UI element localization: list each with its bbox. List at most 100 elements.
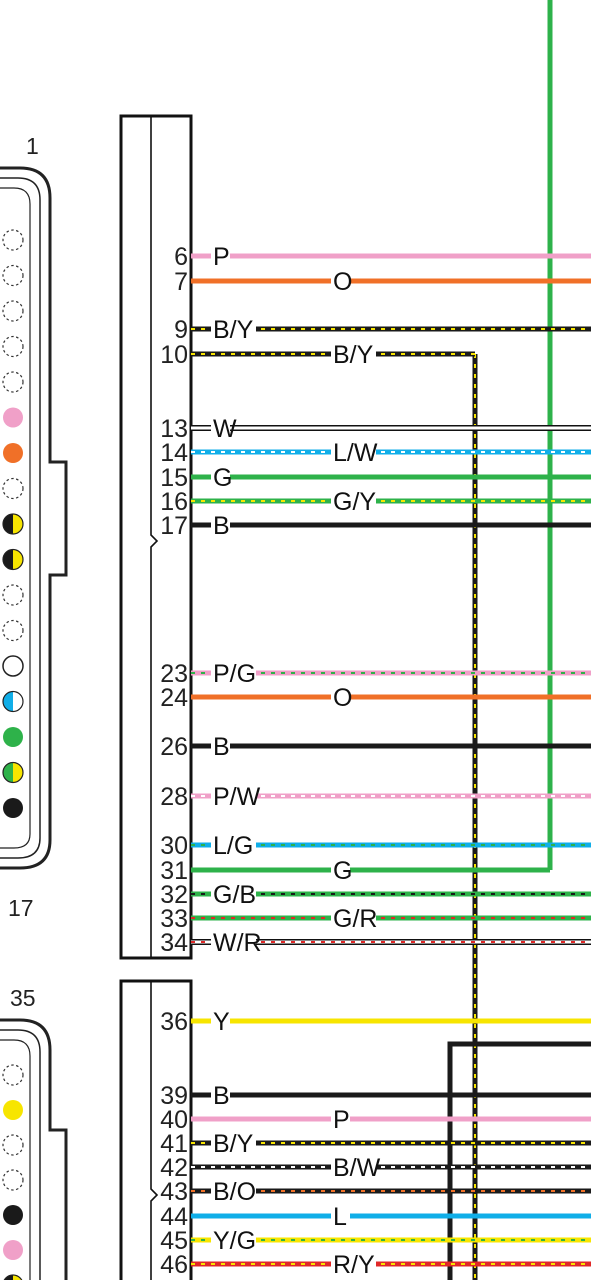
wire-label-bg xyxy=(331,904,376,932)
connector-pin xyxy=(3,1240,23,1260)
connector-pin xyxy=(2,619,24,642)
wire-color-label: W xyxy=(213,415,237,443)
pin-number: 45 xyxy=(160,1227,188,1255)
wire-label-bg xyxy=(331,487,376,515)
wire-label-bg xyxy=(211,414,230,442)
wire-label-bg xyxy=(211,659,256,687)
wire-23: 23 P/G xyxy=(160,659,591,688)
connector-pin xyxy=(2,513,24,535)
connector-pin xyxy=(2,655,24,677)
wire-label-bg xyxy=(211,242,230,270)
connector-pin xyxy=(2,229,24,251)
wire-43: 43 B/O xyxy=(160,1177,591,1206)
wire-44: 44 L xyxy=(160,1202,591,1231)
wire-label-bg xyxy=(211,831,256,859)
wire-46: 46 R/Y xyxy=(160,1250,591,1279)
wire-color-label: B/O xyxy=(213,1178,256,1206)
connector-pin xyxy=(2,300,24,322)
wire-45: 45 Y/G xyxy=(160,1226,591,1255)
wire-label-bg xyxy=(331,267,350,295)
pin-number: 13 xyxy=(160,415,188,443)
wire-label-bg xyxy=(331,683,350,711)
pin-number: 17 xyxy=(160,512,188,540)
trunk-black-box xyxy=(447,1041,591,1280)
wire-40: 40 P xyxy=(160,1105,591,1134)
wire-color-label: O xyxy=(333,684,352,712)
wire-label-bg xyxy=(331,438,376,466)
pin-number: 43 xyxy=(160,1178,188,1206)
connector-pin xyxy=(3,443,23,463)
wire-color-label: B/W xyxy=(333,1154,381,1182)
wire-label-bg xyxy=(331,1202,350,1230)
wire-label-bg xyxy=(331,1250,376,1278)
wire-label-bg xyxy=(211,1129,256,1157)
wire-label-bg xyxy=(211,880,256,908)
wire-color-label: P xyxy=(333,1106,350,1134)
pin-number: 10 xyxy=(160,341,188,369)
connector-pin xyxy=(3,727,23,747)
connector-pin xyxy=(2,761,24,784)
pin-number: 31 xyxy=(160,857,188,885)
wire-color-label: G/Y xyxy=(333,488,376,516)
wire-label-bg xyxy=(331,340,376,368)
pin-number: 7 xyxy=(174,268,188,296)
wire-color-label: L xyxy=(333,1203,347,1231)
connector-pin xyxy=(3,798,23,818)
wire-label-bg xyxy=(211,928,256,956)
wire-label-bg xyxy=(211,782,256,810)
wire-color-label: P xyxy=(213,243,230,271)
connector-pin xyxy=(2,477,24,500)
wire-31: 31 G xyxy=(160,856,550,885)
wire-color-label: B/Y xyxy=(333,341,374,369)
connector-pin xyxy=(2,548,24,571)
pin-number: 33 xyxy=(160,905,188,933)
pin-number: 44 xyxy=(160,1203,188,1231)
wire-color-label: Y xyxy=(213,1008,230,1036)
connector-pin xyxy=(3,407,23,428)
pin-number: 23 xyxy=(160,660,188,688)
connector-pin xyxy=(2,264,24,287)
pin-number: 9 xyxy=(174,316,188,344)
connector-pin xyxy=(2,371,24,393)
connector-pin xyxy=(2,1169,24,1191)
wire-color-label: R/Y xyxy=(333,1251,375,1279)
pin-number: 15 xyxy=(160,464,188,492)
connector-a-bottom-label: 17 xyxy=(8,895,34,921)
connector-pin xyxy=(2,1134,24,1156)
wire-label-bg xyxy=(211,315,256,343)
wire-color-label: Y/G xyxy=(213,1227,256,1255)
pin-number: 46 xyxy=(160,1251,188,1279)
pin-number: 34 xyxy=(160,929,188,957)
wire-color-label: W/R xyxy=(213,929,262,957)
connector-a-pins xyxy=(2,229,24,818)
wire-color-label: P/G xyxy=(213,660,256,688)
pin-number: 42 xyxy=(160,1154,188,1182)
wire-label-bg xyxy=(211,1226,256,1254)
connector-pin xyxy=(2,335,24,358)
wire-label-bg xyxy=(211,511,230,539)
wire-color-label: G xyxy=(333,857,352,885)
wire-color-label: L/G xyxy=(213,832,253,860)
connector-a-top-label: 1 xyxy=(26,133,39,159)
pin-number: 40 xyxy=(160,1106,188,1134)
pin-number: 39 xyxy=(160,1082,188,1110)
wire-15: 15 G xyxy=(160,463,591,492)
pin-number: 6 xyxy=(174,243,188,271)
wire-color-label: G xyxy=(213,464,232,492)
pin-number: 28 xyxy=(160,783,188,811)
connector-b: 35 xyxy=(0,985,68,1280)
wire-color-label: O xyxy=(333,268,352,296)
connector-b-top-label: 35 xyxy=(10,985,36,1011)
pin-number: 16 xyxy=(160,488,188,516)
